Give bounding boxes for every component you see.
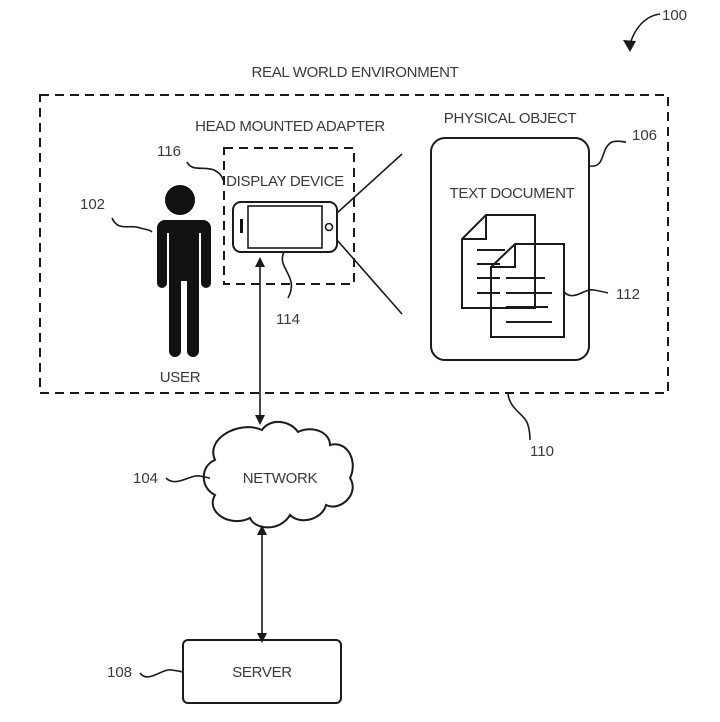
user-label: USER — [160, 369, 201, 386]
physical-object-title: PHYSICAL OBJECT — [444, 110, 577, 127]
environment-ref: 110 — [530, 443, 554, 460]
server-box — [182, 639, 342, 704]
physical-object-box — [430, 137, 590, 361]
hma-ref: 116 — [157, 143, 181, 160]
network-label: NETWORK — [243, 470, 318, 487]
display-device-leader — [281, 251, 293, 299]
display-device-label: DISPLAY DEVICE — [226, 173, 344, 190]
figure-ref-arrowhead — [623, 40, 636, 52]
text-document-ref: 112 — [616, 286, 640, 303]
network-cloud — [202, 421, 354, 529]
network-ref: 104 — [133, 470, 158, 487]
environment-leader — [507, 393, 531, 441]
network-leader — [165, 475, 211, 483]
hma-leader — [186, 161, 225, 183]
figure-ref-arrow — [629, 13, 661, 45]
figure-ref-label: 100 — [662, 7, 687, 24]
user-leader — [111, 217, 153, 233]
physical-object-leader — [589, 140, 627, 167]
view-line-top — [336, 153, 403, 214]
hma-boundary — [223, 147, 355, 285]
text-document-label: TEXT DOCUMENT — [450, 185, 575, 202]
server-leader — [139, 669, 183, 678]
text-document-leader — [563, 289, 609, 297]
documents-icon — [461, 214, 565, 338]
physical-object-ref: 106 — [632, 127, 657, 144]
hma-title: HEAD MOUNTED ADAPTER — [195, 118, 385, 135]
server-ref: 108 — [107, 664, 132, 681]
user-icon — [157, 185, 211, 357]
environment-boundary — [39, 94, 669, 394]
user-ref: 102 — [80, 196, 105, 213]
smartphone-icon — [232, 201, 338, 253]
view-line-bottom — [336, 239, 403, 315]
server-label: SERVER — [232, 664, 292, 681]
environment-title: REAL WORLD ENVIRONMENT — [251, 64, 458, 81]
display-device-ref: 114 — [276, 311, 300, 328]
